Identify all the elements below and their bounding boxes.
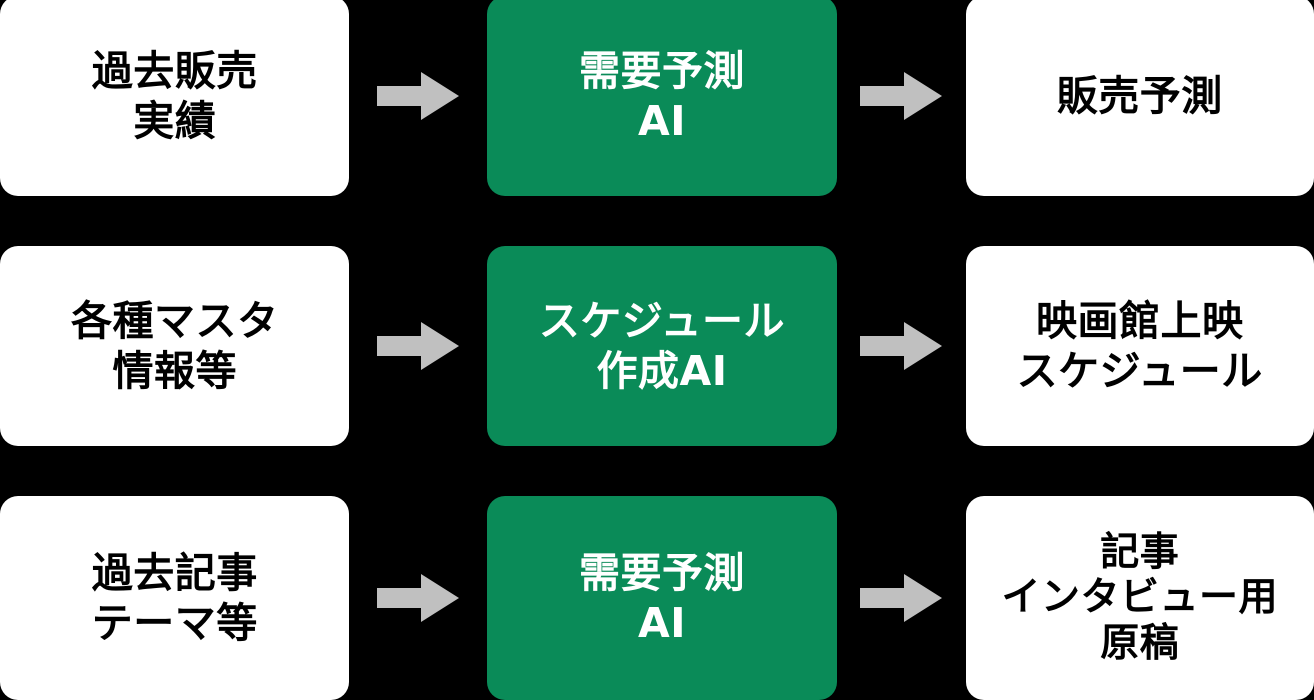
arrow-slot — [837, 246, 966, 446]
arrow-slot — [837, 496, 966, 700]
arrow-right-icon — [377, 570, 460, 626]
flow-row: 過去記事 テーマ等 需要予測 AI 記事 インタビュー用 原稿 — [0, 496, 1314, 700]
output-box: 販売予測 — [965, 0, 1314, 196]
ai-box: 需要予測 AI — [487, 496, 837, 700]
arrow-slot — [349, 496, 487, 700]
arrow-slot — [349, 246, 487, 446]
arrow-right-icon — [860, 68, 943, 124]
output-box: 記事 インタビュー用 原稿 — [965, 496, 1314, 700]
arrow-right-icon — [860, 570, 943, 626]
input-box: 過去販売 実績 — [0, 0, 350, 196]
flow-row: 各種マスタ 情報等 スケジュール 作成AI 映画館上映 スケジュール — [0, 246, 1314, 446]
arrow-slot — [837, 0, 966, 196]
input-box: 各種マスタ 情報等 — [0, 246, 350, 446]
arrow-right-icon — [377, 318, 460, 374]
arrow-right-icon — [377, 68, 460, 124]
ai-box: 需要予測 AI — [487, 0, 837, 196]
ai-box: スケジュール 作成AI — [487, 246, 837, 446]
input-box: 過去記事 テーマ等 — [0, 496, 350, 700]
output-box: 映画館上映 スケジュール — [965, 246, 1314, 446]
arrow-slot — [349, 0, 487, 196]
arrow-right-icon — [860, 318, 943, 374]
flow-row: 過去販売 実績 需要予測 AI 販売予測 — [0, 0, 1314, 196]
